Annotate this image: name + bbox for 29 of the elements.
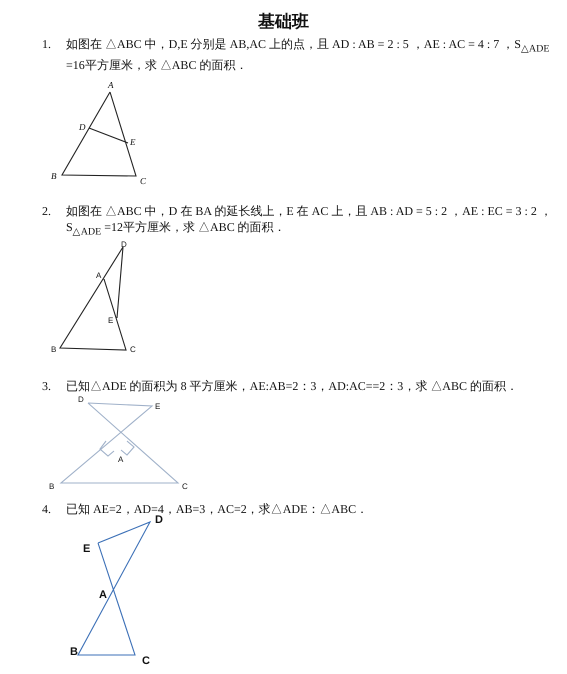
point-label: D bbox=[78, 395, 84, 404]
point-label: A bbox=[99, 589, 107, 601]
point-label: D bbox=[79, 122, 86, 132]
point-label: C bbox=[182, 482, 188, 491]
problem-text: 已知△ADE 的面积为 8 平方厘米，AE:AB=2：3，AD:AC==2：3，求 △ABC 的面积． bbox=[66, 378, 519, 394]
point-label: C bbox=[140, 176, 146, 186]
point-label: D bbox=[155, 514, 163, 526]
problem-text: 已知 AE=2，AD=4，AB=3，AC=2，求△ADE：△ABC． bbox=[66, 501, 370, 516]
point-label: B bbox=[70, 646, 78, 658]
point-label: B bbox=[51, 345, 56, 354]
worksheet-title: 基础班 bbox=[257, 11, 310, 33]
problem-number: 3. bbox=[42, 378, 51, 394]
point-label: A bbox=[108, 80, 114, 90]
problem-text: 如图在 △ABC 中，D,E 分别是 AB,AC 上的点，且 AD : AB = 2 : 5 ，AE : AC = 4 : 7 ，S$_{△ADE}$ =16平方厘米，求 △ABC 的面积． bbox=[66, 36, 550, 74]
problem-number: 2. bbox=[42, 203, 51, 219]
point-label: E bbox=[108, 316, 114, 325]
point-label: B bbox=[51, 171, 56, 181]
point-label: E bbox=[155, 402, 160, 411]
point-label: E bbox=[83, 543, 90, 555]
problem-number: 4. bbox=[42, 501, 51, 517]
problem-number: 1. bbox=[42, 36, 51, 52]
point-label: B bbox=[49, 482, 54, 491]
point-label: A bbox=[118, 455, 124, 464]
problem-text: 如图在 △ABC 中，D 在 BA 的延长线上，E 在 AC 上，且 AB : AD = 5 : 2 ，AE : EC = 3 : 2 ，S$_{△ADE}$ =12平方厘米，求 △ABC 的面积． bbox=[66, 203, 553, 240]
point-label: D bbox=[121, 240, 127, 249]
point-label: A bbox=[96, 271, 102, 280]
point-label: C bbox=[130, 345, 136, 354]
point-label: C bbox=[142, 655, 150, 667]
point-label: E bbox=[130, 137, 136, 147]
